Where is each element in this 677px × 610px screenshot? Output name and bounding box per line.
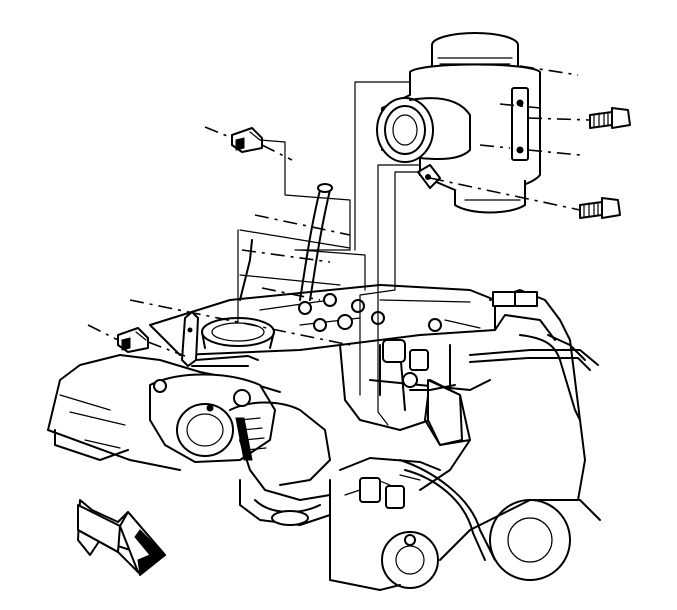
air-cleaner-housing xyxy=(376,32,541,214)
housing-bolt-lower xyxy=(579,197,621,219)
exploded-view-centerlines xyxy=(87,65,591,357)
assembly-guide-lines xyxy=(237,81,481,426)
hose-clamp-lower xyxy=(117,327,149,353)
housing-bolt-upper xyxy=(589,107,631,129)
engine-assembly xyxy=(47,183,601,591)
deck-bolts xyxy=(298,293,442,332)
hose-clamp-upper xyxy=(231,127,263,153)
turbocharger xyxy=(149,373,331,526)
front-direction-arrow xyxy=(77,499,166,576)
